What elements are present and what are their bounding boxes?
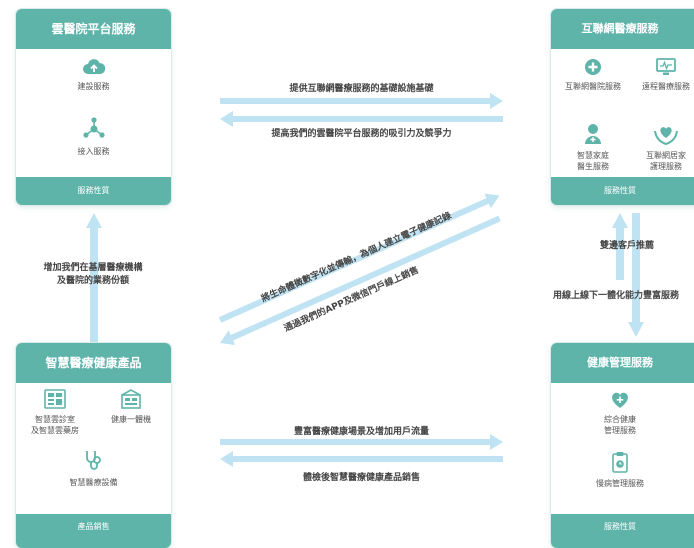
stethoscope-icon <box>85 451 101 470</box>
service-item-remote: 遠程醫療服務 <box>633 58 694 92</box>
health-item-label: 慢病管理服務 <box>596 479 644 488</box>
card-footer: 服務性質 <box>551 177 694 205</box>
card-title: 雲醫院平台服務 <box>16 9 171 49</box>
service-item-label: 建設服務 <box>77 82 110 91</box>
product-item-kiosk: 健康一體機 <box>94 389 168 425</box>
clinic-building-icon <box>44 389 66 409</box>
card-footer: 服務性質 <box>16 177 171 205</box>
flow-label-right-bottom: 用線上線下一體化能力豐富服務 <box>553 291 680 301</box>
arrow-left-top <box>220 111 503 127</box>
health-item-comprehensive: 綜合健康 管理服務 <box>551 391 689 436</box>
flow-label-top-right: 提供互聯網醫療服務的基礎設施基礎 <box>289 84 434 94</box>
cloud-upload-icon <box>82 59 105 74</box>
product-item-label-line2: 及智慧雲藥房 <box>31 426 79 435</box>
service-item-label-line2: 護理服務 <box>650 162 682 171</box>
arrow-diag-down <box>220 215 501 346</box>
clipboard-icon <box>612 452 628 473</box>
arrow-right-bottom <box>220 434 503 450</box>
service-item-internet-hospital: 互聯網醫院服務 <box>553 58 633 92</box>
service-item-build: 建設服務 <box>16 58 171 92</box>
health-item-label-line2: 管理服務 <box>604 426 636 435</box>
flow-label-left-line1: 增加我們在基層醫療機構 <box>43 263 143 273</box>
card-title: 互聯網醫療服務 <box>551 9 694 49</box>
service-item-label-line1: 互聯網居家 <box>646 151 686 160</box>
card-footer: 產品銷售 <box>16 514 171 548</box>
arrow-diag-up <box>218 193 500 323</box>
service-item-access: 接入服務 <box>16 117 171 157</box>
doctor-icon <box>585 124 601 144</box>
arrow-right-top <box>220 93 503 109</box>
service-item-label-line1: 智慧家庭 <box>577 151 609 160</box>
product-item-clinic: 智慧雲診室 及智慧雲藥房 <box>16 389 94 436</box>
kiosk-icon <box>121 389 141 409</box>
arrow-right-vertical-down <box>628 213 644 337</box>
heart-plus-icon <box>612 392 628 408</box>
health-item-chronic: 慢病管理服務 <box>551 451 689 489</box>
product-item-label: 智慧醫療設備 <box>69 478 118 487</box>
medical-cross-icon <box>585 59 601 75</box>
health-item-label-line1: 綜合健康 <box>604 415 636 424</box>
card-title: 健康管理服務 <box>551 343 694 383</box>
card-footer: 服務性質 <box>551 514 694 548</box>
product-item-label-line1: 智慧雲診室 <box>35 415 75 424</box>
service-item-label: 互聯網醫院服務 <box>565 82 621 91</box>
network-nodes-icon <box>82 117 105 138</box>
smart-product-card: 智慧醫療健康產品 智慧雲診室 及智慧雲藥房 健康一體機 智慧醫療設備 產 <box>16 343 171 548</box>
heart-hands-icon <box>654 127 678 145</box>
arrow-right-vertical-up <box>612 213 628 280</box>
service-item-family-doctor: 智慧家庭 醫生服務 <box>553 123 633 172</box>
product-item-device: 智慧醫療設備 <box>16 450 171 488</box>
flow-label-right-top: 雙邊客戶推薦 <box>599 241 654 251</box>
flow-label-left-line2: 及醫院的業務份額 <box>56 276 129 286</box>
product-item-label: 健康一體機 <box>111 415 151 424</box>
remote-monitor-icon <box>656 58 676 75</box>
flow-label-left-vertical: 增加我們在基層醫療機構 及醫院的業務份額 <box>8 262 178 288</box>
service-item-label-line2: 醫生服務 <box>577 162 609 171</box>
flow-label-bottom-right: 豐富醫療健康場景及增加用戶流量 <box>293 427 429 437</box>
card-title: 智慧醫療健康產品 <box>16 343 171 383</box>
arrow-left-vertical <box>86 213 102 368</box>
health-management-card: 健康管理服務 綜合健康 管理服務 慢病管理服務 服務性質 <box>551 343 694 548</box>
arrow-left-bottom <box>220 451 503 467</box>
service-item-label: 接入服務 <box>77 147 110 156</box>
service-item-home-nursing: 互聯網居家 護理服務 <box>633 123 694 172</box>
service-item-label: 遠程醫療服務 <box>642 82 690 91</box>
internet-medical-card: 互聯網醫療服務 互聯網醫院服務 遠程醫療服務 智慧家庭 醫生服務 互聯網居家 護… <box>551 9 694 205</box>
flow-label-bottom-left: 體檢後智慧醫療健康產品銷售 <box>302 473 420 483</box>
flow-label-top-left: 提高我們的雲醫院平台服務的吸引力及競爭力 <box>271 129 452 139</box>
cloud-platform-card: 雲醫院平台服務 建設服務 接入服務 服務性質 <box>16 9 171 205</box>
